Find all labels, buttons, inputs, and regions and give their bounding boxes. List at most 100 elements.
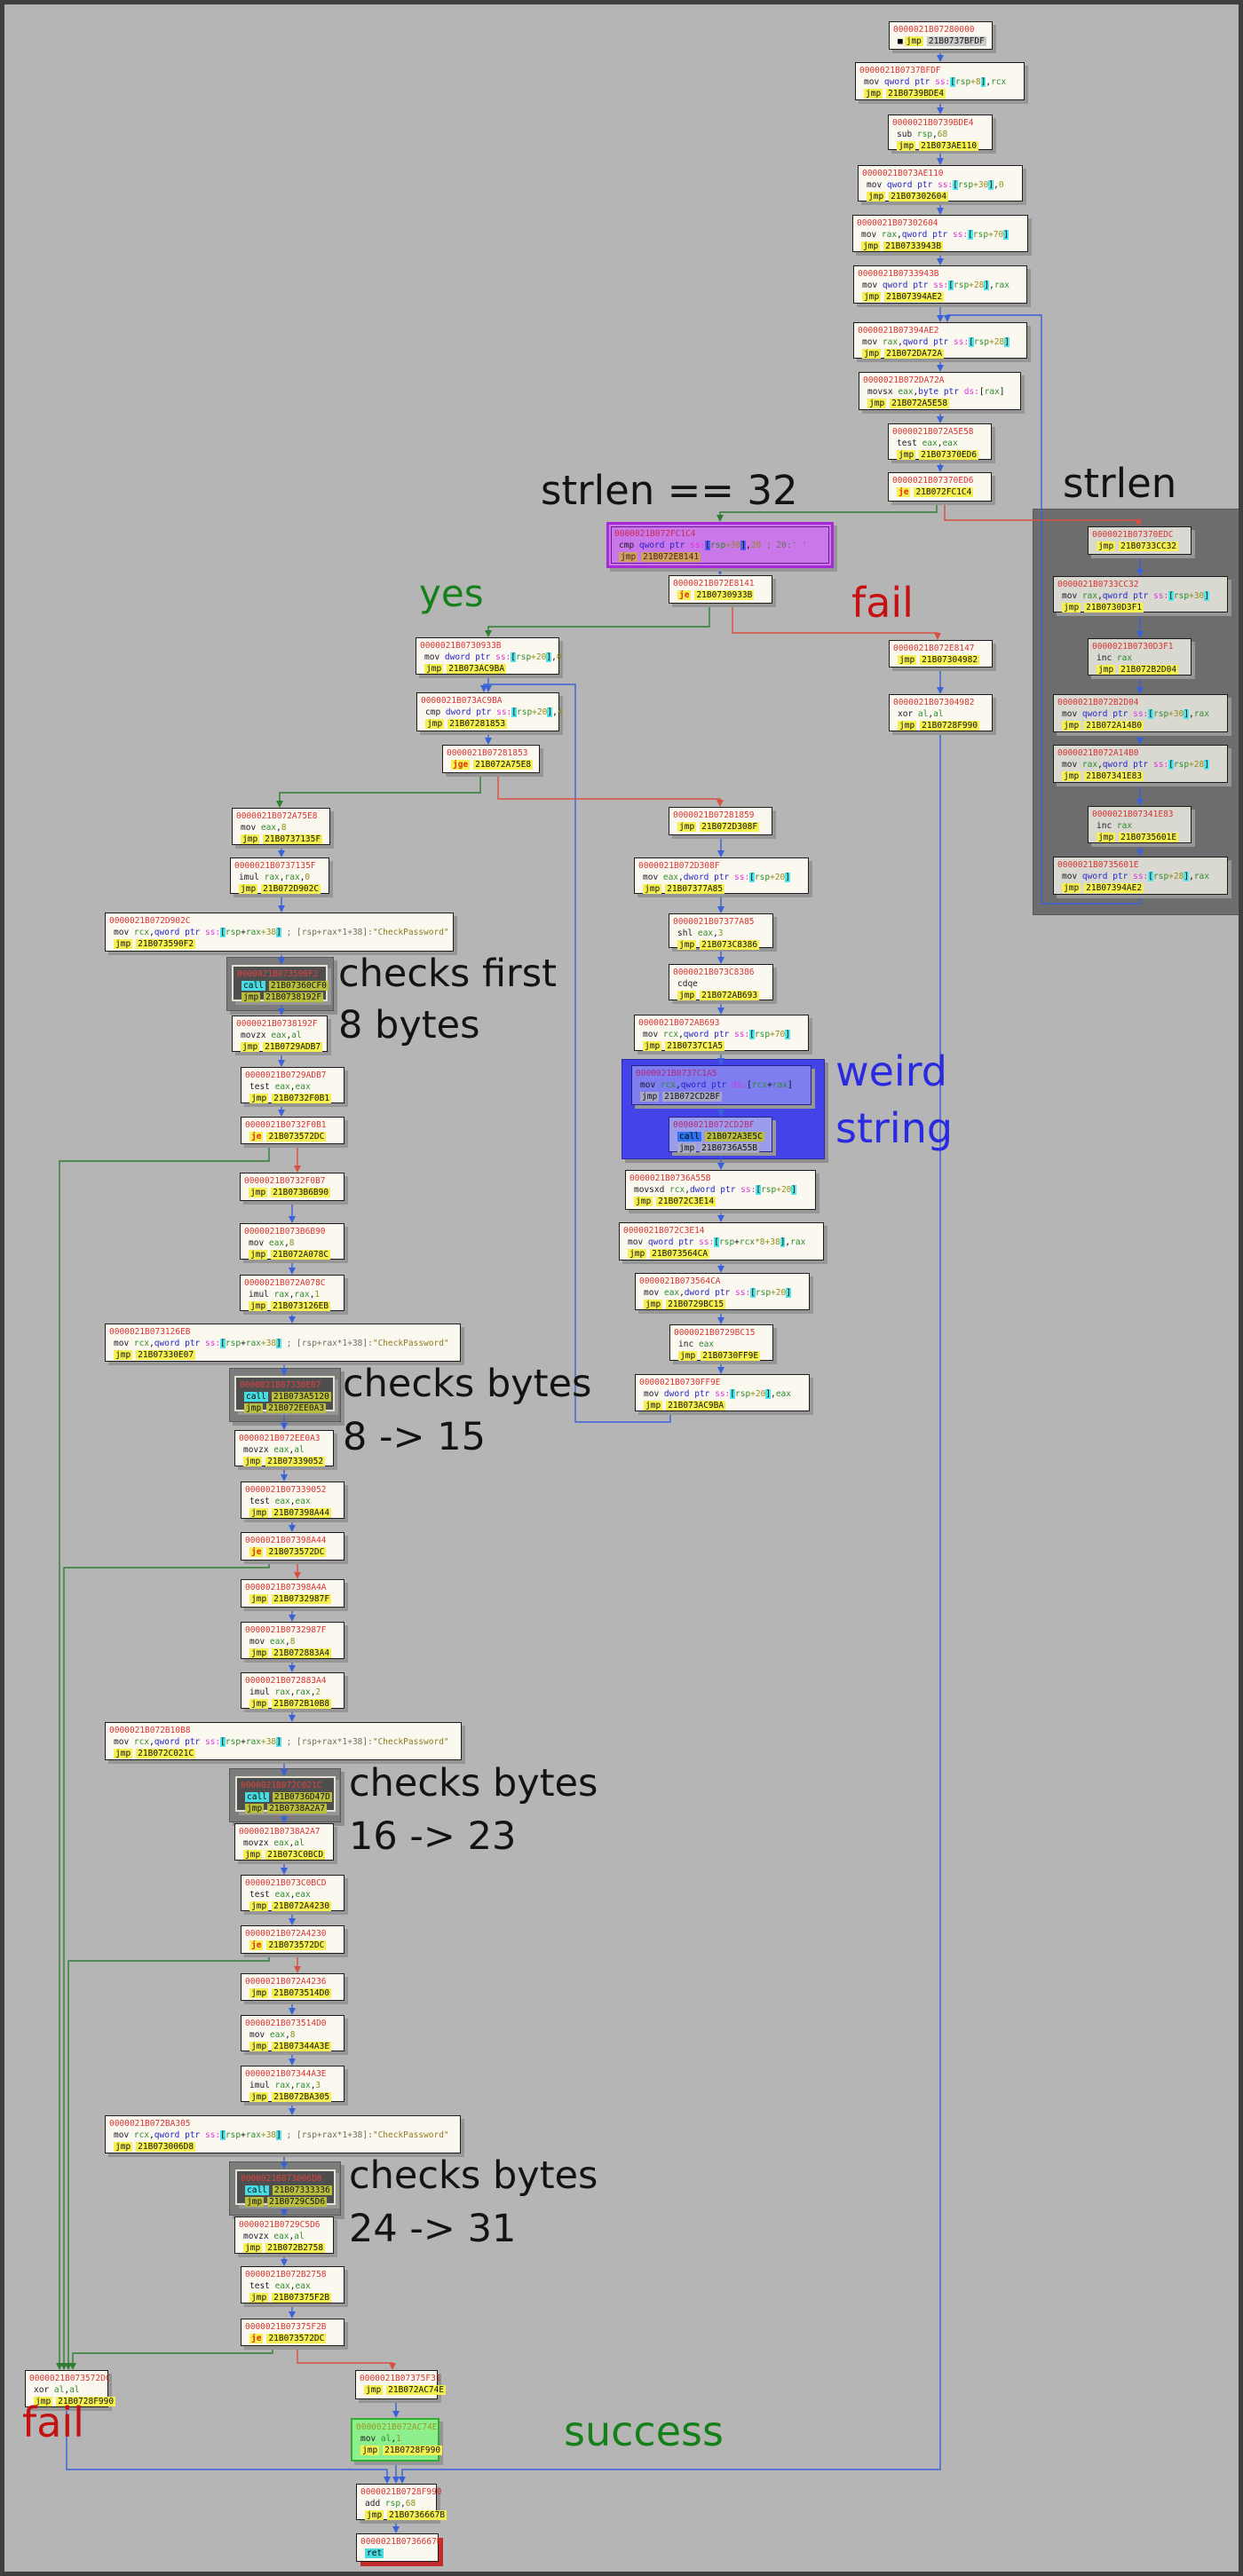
register-operand: rcx	[662, 1030, 679, 1039]
mnemonic: mov	[114, 2130, 134, 2140]
immediate-value: +20	[750, 1389, 766, 1399]
mnemonic: mov	[643, 873, 663, 882]
address-label: 0000021B0729ADB7	[245, 1071, 327, 1080]
bracket-highlight: ]	[276, 928, 281, 937]
block-address-line: 0000021B072AC74E	[356, 2422, 438, 2433]
jmp-highlight: jmp	[249, 1508, 269, 1518]
size-keyword: dword ptr	[683, 873, 734, 882]
mnemonic: mov	[249, 1238, 269, 1248]
punctuation: ,	[299, 873, 305, 882]
punctuation: ,	[937, 439, 943, 448]
register-operand: eax	[922, 439, 938, 448]
immediate-value: +28	[969, 281, 985, 290]
jump-target-highlight: 21B07394AE2	[884, 292, 945, 302]
punctuation: ,	[897, 230, 902, 240]
size-keyword: qword ptr	[902, 337, 954, 347]
mnemonic: add	[365, 2499, 385, 2509]
jump-target-highlight: 21B073126EB	[271, 1301, 331, 1311]
punctuation: ,	[289, 1838, 295, 1848]
size-keyword: dword ptr	[444, 652, 496, 662]
register-operand: al	[294, 2232, 305, 2241]
jump-target-highlight: 21B072883A4	[272, 1648, 332, 1658]
address-label: 0000021B073514D0	[245, 2019, 327, 2028]
jump-target-highlight: 21B0728F990	[56, 2397, 116, 2406]
mnemonic: imul	[249, 2081, 275, 2090]
